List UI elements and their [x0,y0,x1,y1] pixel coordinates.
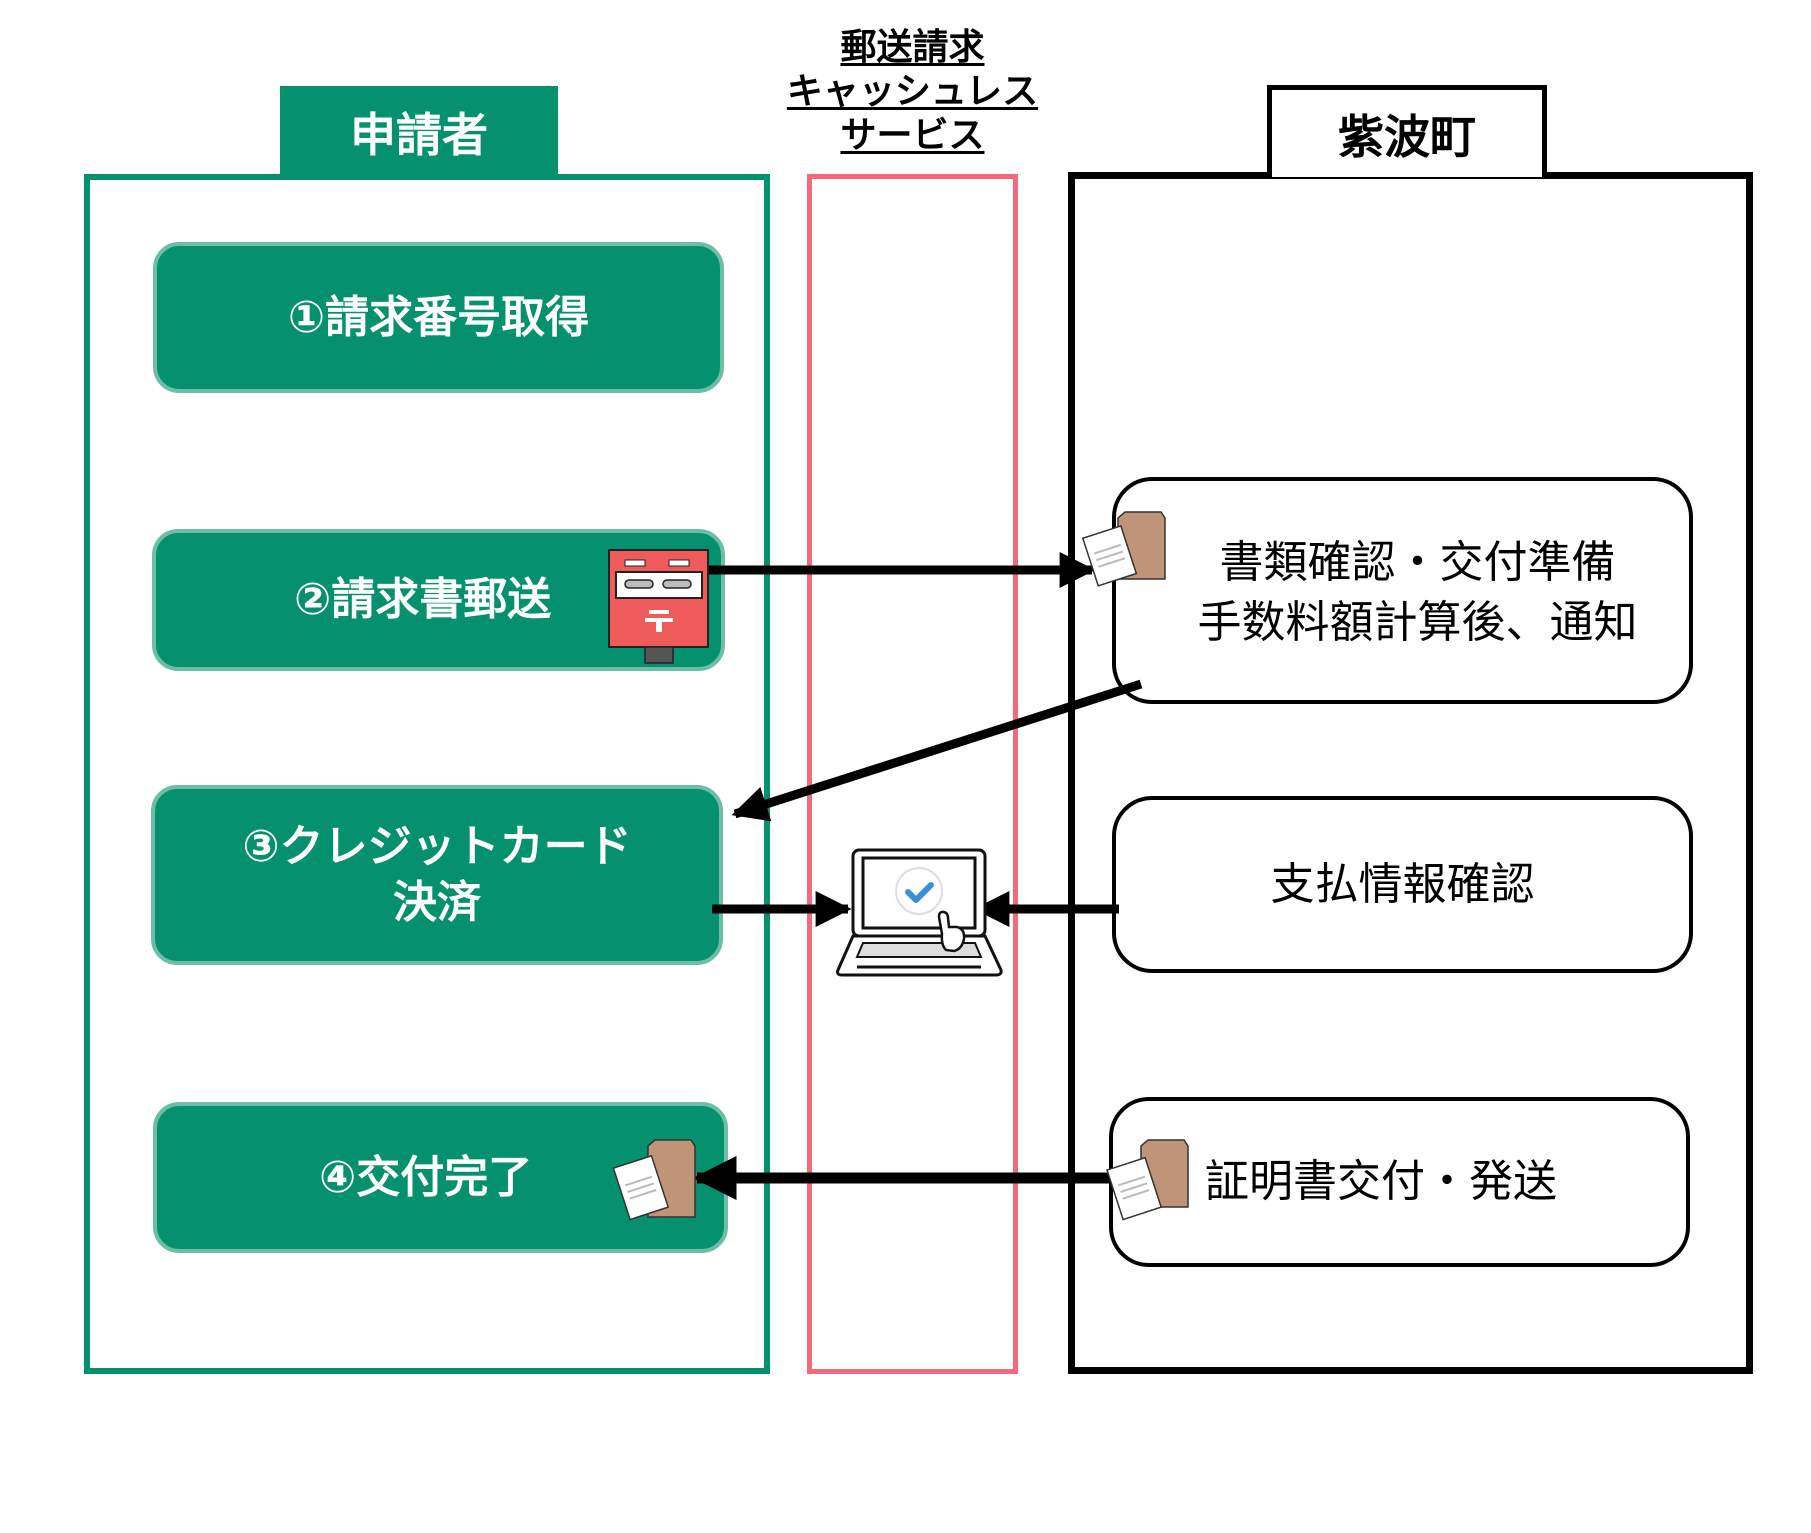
town-step-2-label: 支払情報確認 [1270,858,1535,910]
town-lane-header: 紫波町 [1267,85,1547,177]
cashless-service-lane-header: 郵送請求 キャッシュレス サービス [770,26,1055,158]
service-title-line-3: サービス [840,115,985,156]
step-3-label-line-2: 決済 [392,877,481,928]
step-1-label: ①請求番号取得 [287,291,590,343]
document-envelope-icon [1106,1139,1189,1221]
town-step-1-line-1: 書類確認・交付準備 [1219,536,1616,588]
step-1-get-request-number: ①請求番号取得 [153,242,724,393]
laptop-checkmark-icon [836,848,1003,977]
step-2-label: ②請求書郵送 [294,574,552,625]
town-step-1-line-2: 手数料額計算後、通知 [1197,596,1638,648]
town-step-document-check: 書類確認・交付準備 手数料額計算後、通知 [1112,477,1693,704]
arrow-notify-to-applicant [731,679,1143,822]
document-envelope-icon [1081,511,1166,587]
town-step-payment-check: 支払情報確認 [1112,796,1693,973]
service-title-line-1: 郵送請求 [840,27,985,68]
town-step-certificate-issue: 証明書交付・発送 [1109,1097,1690,1267]
applicant-lane-header: 申請者 [280,86,558,178]
town-step-3-label: 証明書交付・発送 [1205,1156,1557,1207]
cashless-service-lane [807,174,1018,1374]
step-3-label-line-1: ③クレジットカード [242,821,632,872]
document-envelope-icon [612,1139,696,1221]
service-title-line-2: キャッシュレス [786,71,1039,112]
step-4-label: ④交付完了 [319,1151,533,1203]
postbox-icon [608,549,709,664]
step-3-credit-card-payment: ③クレジットカード 決済 [151,785,723,965]
